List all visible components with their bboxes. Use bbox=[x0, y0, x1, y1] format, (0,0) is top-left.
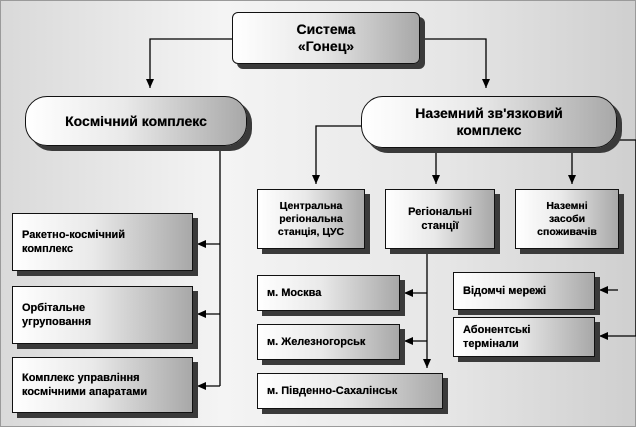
subscriber-terminals-node: Абонентські термінали bbox=[453, 317, 595, 357]
root-node: Система «Гонец» bbox=[232, 12, 420, 64]
zheleznogorsk-node: м. Железногорськ bbox=[257, 324, 400, 360]
control-complex-node: Комплекс управління космічними апаратами bbox=[12, 357, 193, 413]
ground-complex-node: Наземний зв'язковий комплекс bbox=[361, 96, 617, 148]
rocket-complex-node: Ракетно-космічний комплекс bbox=[12, 213, 193, 271]
orbital-group-node: Орбітальне угруповання bbox=[12, 286, 193, 344]
edge-means-spine bbox=[618, 139, 636, 337]
moscow-node: м. Москва bbox=[257, 275, 400, 311]
central-station-node: Центральна регіональна станція, ЦУС bbox=[257, 189, 365, 249]
regional-stations-node: Регіональні станції bbox=[385, 189, 495, 249]
ground-means-node: Наземні засоби споживачів bbox=[515, 189, 619, 249]
space-complex-node: Космічний комплекс bbox=[25, 96, 247, 146]
yuzhno-sakhalinsk-node: м. Південно-Сахалінськ bbox=[257, 373, 443, 409]
edge-root-ground bbox=[420, 38, 490, 88]
departmental-networks-node: Відомчі мережі bbox=[453, 272, 595, 310]
edge-root-space bbox=[146, 38, 232, 88]
edge-ground-central bbox=[312, 125, 365, 184]
